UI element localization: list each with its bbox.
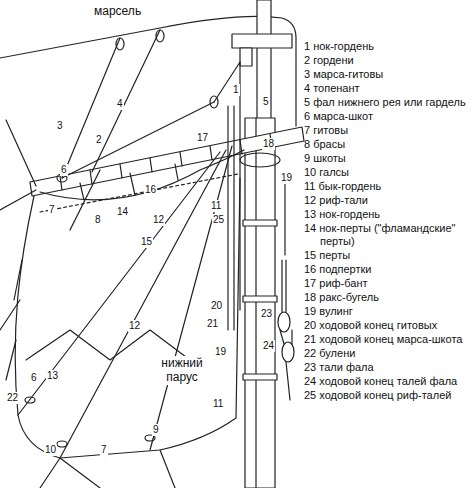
mast-line [255, 118, 256, 488]
running-end [233, 106, 234, 330]
key-entry: 15 перты [304, 249, 470, 262]
topsail-outline [0, 16, 296, 126]
lower-mast [245, 118, 275, 488]
key-entry: 4 топенант [304, 82, 470, 95]
block [25, 397, 35, 403]
part-name: марсель [92, 4, 143, 18]
callout-number: 10 [44, 444, 57, 456]
stirrup [80, 164, 178, 200]
key-entry: 23 тали фала [304, 361, 470, 374]
key-entry: 18 ракс-бугель [304, 291, 470, 304]
callout-number: 9 [152, 424, 160, 436]
callout-number: 1 [232, 84, 240, 96]
callout-number: 23 [260, 308, 273, 320]
lift [62, 102, 214, 178]
clew-line [62, 38, 120, 178]
tackle-block [282, 342, 294, 362]
callout-number: 7 [48, 204, 56, 216]
callout-number: 18 [262, 138, 275, 150]
mast-cap [232, 34, 292, 48]
key-entry: 14 нок-перты ("фламандские" перты) [304, 222, 470, 248]
tackle-block [278, 312, 290, 332]
callout-number: 20 [210, 300, 223, 312]
key-entry: 2 гордени [304, 54, 470, 67]
key-entry: 16 подпертки [304, 263, 470, 276]
buntline [150, 146, 232, 450]
key-entry: 10 галсы [304, 166, 470, 179]
key-entry: 3 марса-гитовы [304, 68, 470, 81]
callout-number: 14 [116, 206, 129, 218]
brace [0, 190, 36, 210]
bowline [6, 260, 22, 380]
callout-number: 2 [95, 134, 103, 146]
key-entry: 11 бык-гордень [304, 180, 470, 193]
bowline [0, 300, 20, 330]
callout-number: 13 [46, 370, 59, 382]
key-entry: 25 ходовой конец риф-талей [304, 389, 470, 402]
callout-number: 17 [196, 132, 209, 144]
callout-number: 15 [140, 236, 153, 248]
callout-number: 25 [212, 214, 225, 226]
halyard [239, 62, 240, 310]
lift [214, 62, 240, 102]
callout-number: 11 [212, 398, 224, 410]
callout-number: 11 [210, 200, 222, 212]
clew-garnet [18, 152, 220, 415]
key-entry: 21 ходовой конец марса-шкота [304, 333, 470, 346]
callout-number: 12 [152, 214, 165, 226]
callout-number: 19 [214, 346, 227, 358]
mast-band [243, 296, 277, 302]
callout-number: 12 [128, 320, 141, 332]
callout-number: 22 [6, 392, 19, 404]
block [156, 30, 164, 42]
key-entry: 24 ходовой конец талей фала [304, 375, 470, 388]
callout-number: 5 [262, 96, 270, 108]
mast-band [243, 374, 277, 380]
callout-number: 3 [56, 120, 64, 132]
part-name: нижний парус [150, 356, 214, 385]
callout-number: 6 [60, 164, 68, 176]
callout-number: 24 [262, 340, 275, 352]
key-entry: 19 вулинг [304, 305, 470, 318]
key-entry: 12 риф-тали [304, 194, 470, 207]
running-end [227, 106, 228, 330]
cap-cleat [240, 48, 252, 66]
key-entry: 1 нок-гордень [304, 40, 470, 53]
key-entry: 6 марса-шкот [304, 110, 470, 123]
key-entry: 22 булени [304, 347, 470, 360]
block [210, 96, 218, 108]
key-entry: 7 гитовы [304, 124, 470, 137]
tackle-falls [280, 260, 292, 400]
woolding [243, 220, 277, 226]
buntline [60, 150, 226, 458]
callout-number: 21 [206, 318, 219, 330]
callout-number: 4 [116, 98, 124, 110]
key-entry: 20 ходовой конец гитовых [304, 319, 470, 332]
callout-number: 6 [30, 372, 38, 384]
lower-sail-outline [15, 178, 240, 458]
callout-number: 7 [100, 444, 108, 456]
key-entry: 9 шкоты [304, 152, 470, 165]
parrel-band [240, 153, 280, 167]
callout-number: 8 [94, 214, 102, 226]
tye [284, 180, 285, 255]
lift [6, 120, 36, 186]
callout-number: 16 [144, 184, 157, 196]
callout-number: 19 [280, 172, 293, 184]
key-entry: 8 брасы [304, 138, 470, 151]
block [57, 441, 67, 447]
key-entry: 5 фал нижнего рея или гардель [304, 96, 470, 109]
key-entry: 13 нок-гордень [304, 208, 470, 221]
buntline [92, 30, 160, 172]
block [116, 38, 124, 50]
topmast [257, 0, 271, 122]
key-entry: 17 риф-бант [304, 277, 470, 290]
